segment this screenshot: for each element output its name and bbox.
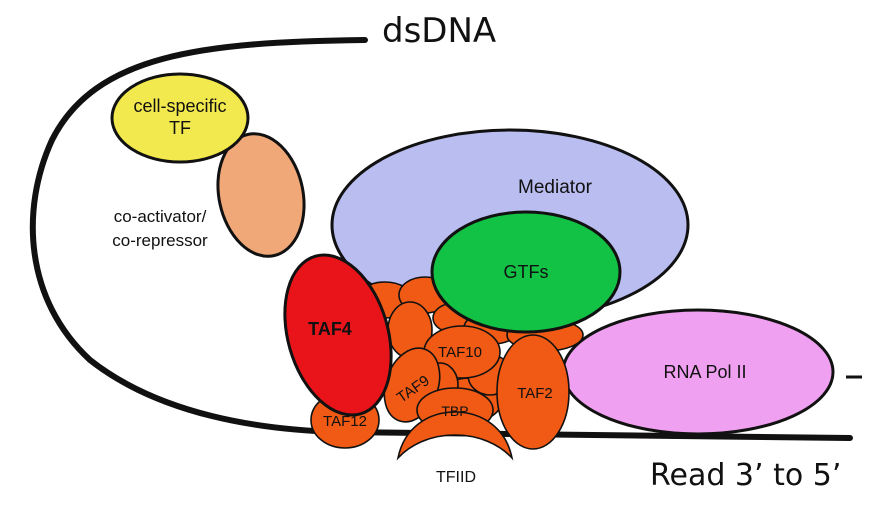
dsdna-label: dsDNA xyxy=(382,11,496,51)
taf4-shape xyxy=(283,253,393,417)
cell-specific-tf-shape xyxy=(110,72,250,164)
taf2-shape xyxy=(496,334,570,450)
dsdna-strand xyxy=(29,37,853,441)
gtfs-label: GTFs xyxy=(504,262,549,282)
rna-pol-ii-label: RNA Pol II xyxy=(663,362,746,382)
taf10-label: TAF10 xyxy=(438,344,482,361)
coactivator-shape xyxy=(216,132,306,258)
taf12-label: TAF12 xyxy=(323,413,367,430)
taf2-label: TAF2 xyxy=(517,385,553,402)
tbp-saddle xyxy=(396,411,514,461)
read-direction-label: Read 3’ to 5’ xyxy=(650,458,841,493)
coactivator-label-line1: co-activator/ xyxy=(114,207,207,226)
cell-specific-tf-label-line2: TF xyxy=(169,118,191,138)
cell-specific-tf-label-line1: cell-specific xyxy=(133,96,226,116)
taf4-label: TAF4 xyxy=(308,319,352,339)
tfiid-label: TFIID xyxy=(436,469,476,486)
tbp-label: TBP xyxy=(441,403,468,419)
mediator-label: Mediator xyxy=(518,177,593,198)
coactivator-label-line2: co-repressor xyxy=(112,231,208,250)
gtfs-shape xyxy=(430,210,622,334)
